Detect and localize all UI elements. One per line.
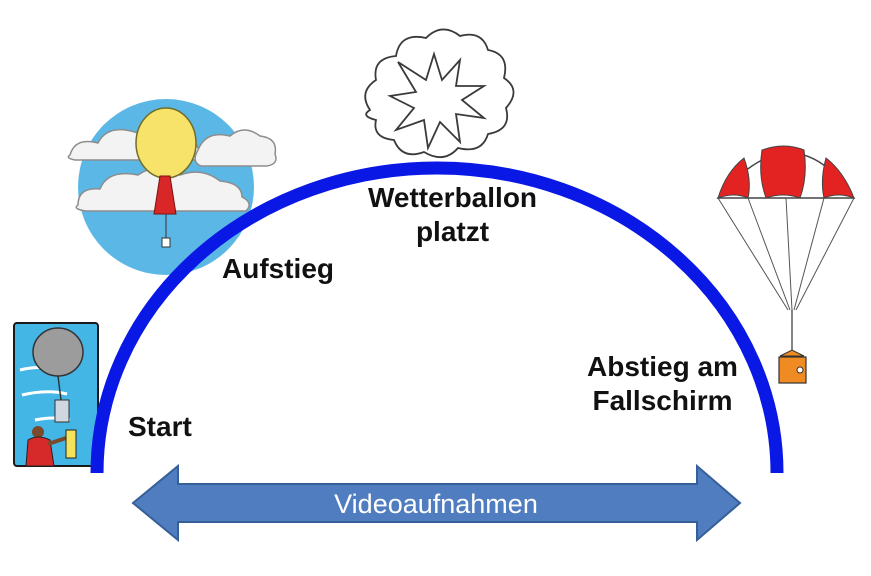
parachute-with-capsule-icon: [716, 145, 856, 384]
label-descent: Abstieg am Fallschirm: [587, 351, 738, 416]
rising-weather-balloon-icon: [67, 99, 277, 275]
video-recording-arrow: Videoaufnahmen: [131, 463, 742, 543]
person-launching-balloon-icon: [13, 322, 99, 467]
label-ascent: Aufstieg: [222, 253, 334, 284]
video-recording-label: Videoaufnahmen: [334, 489, 538, 519]
label-start: Start: [128, 411, 192, 442]
balloon-burst-icon: [364, 28, 515, 158]
flight-path-arc: [90, 161, 784, 474]
label-burst: Wetterballon platzt: [367, 182, 538, 247]
